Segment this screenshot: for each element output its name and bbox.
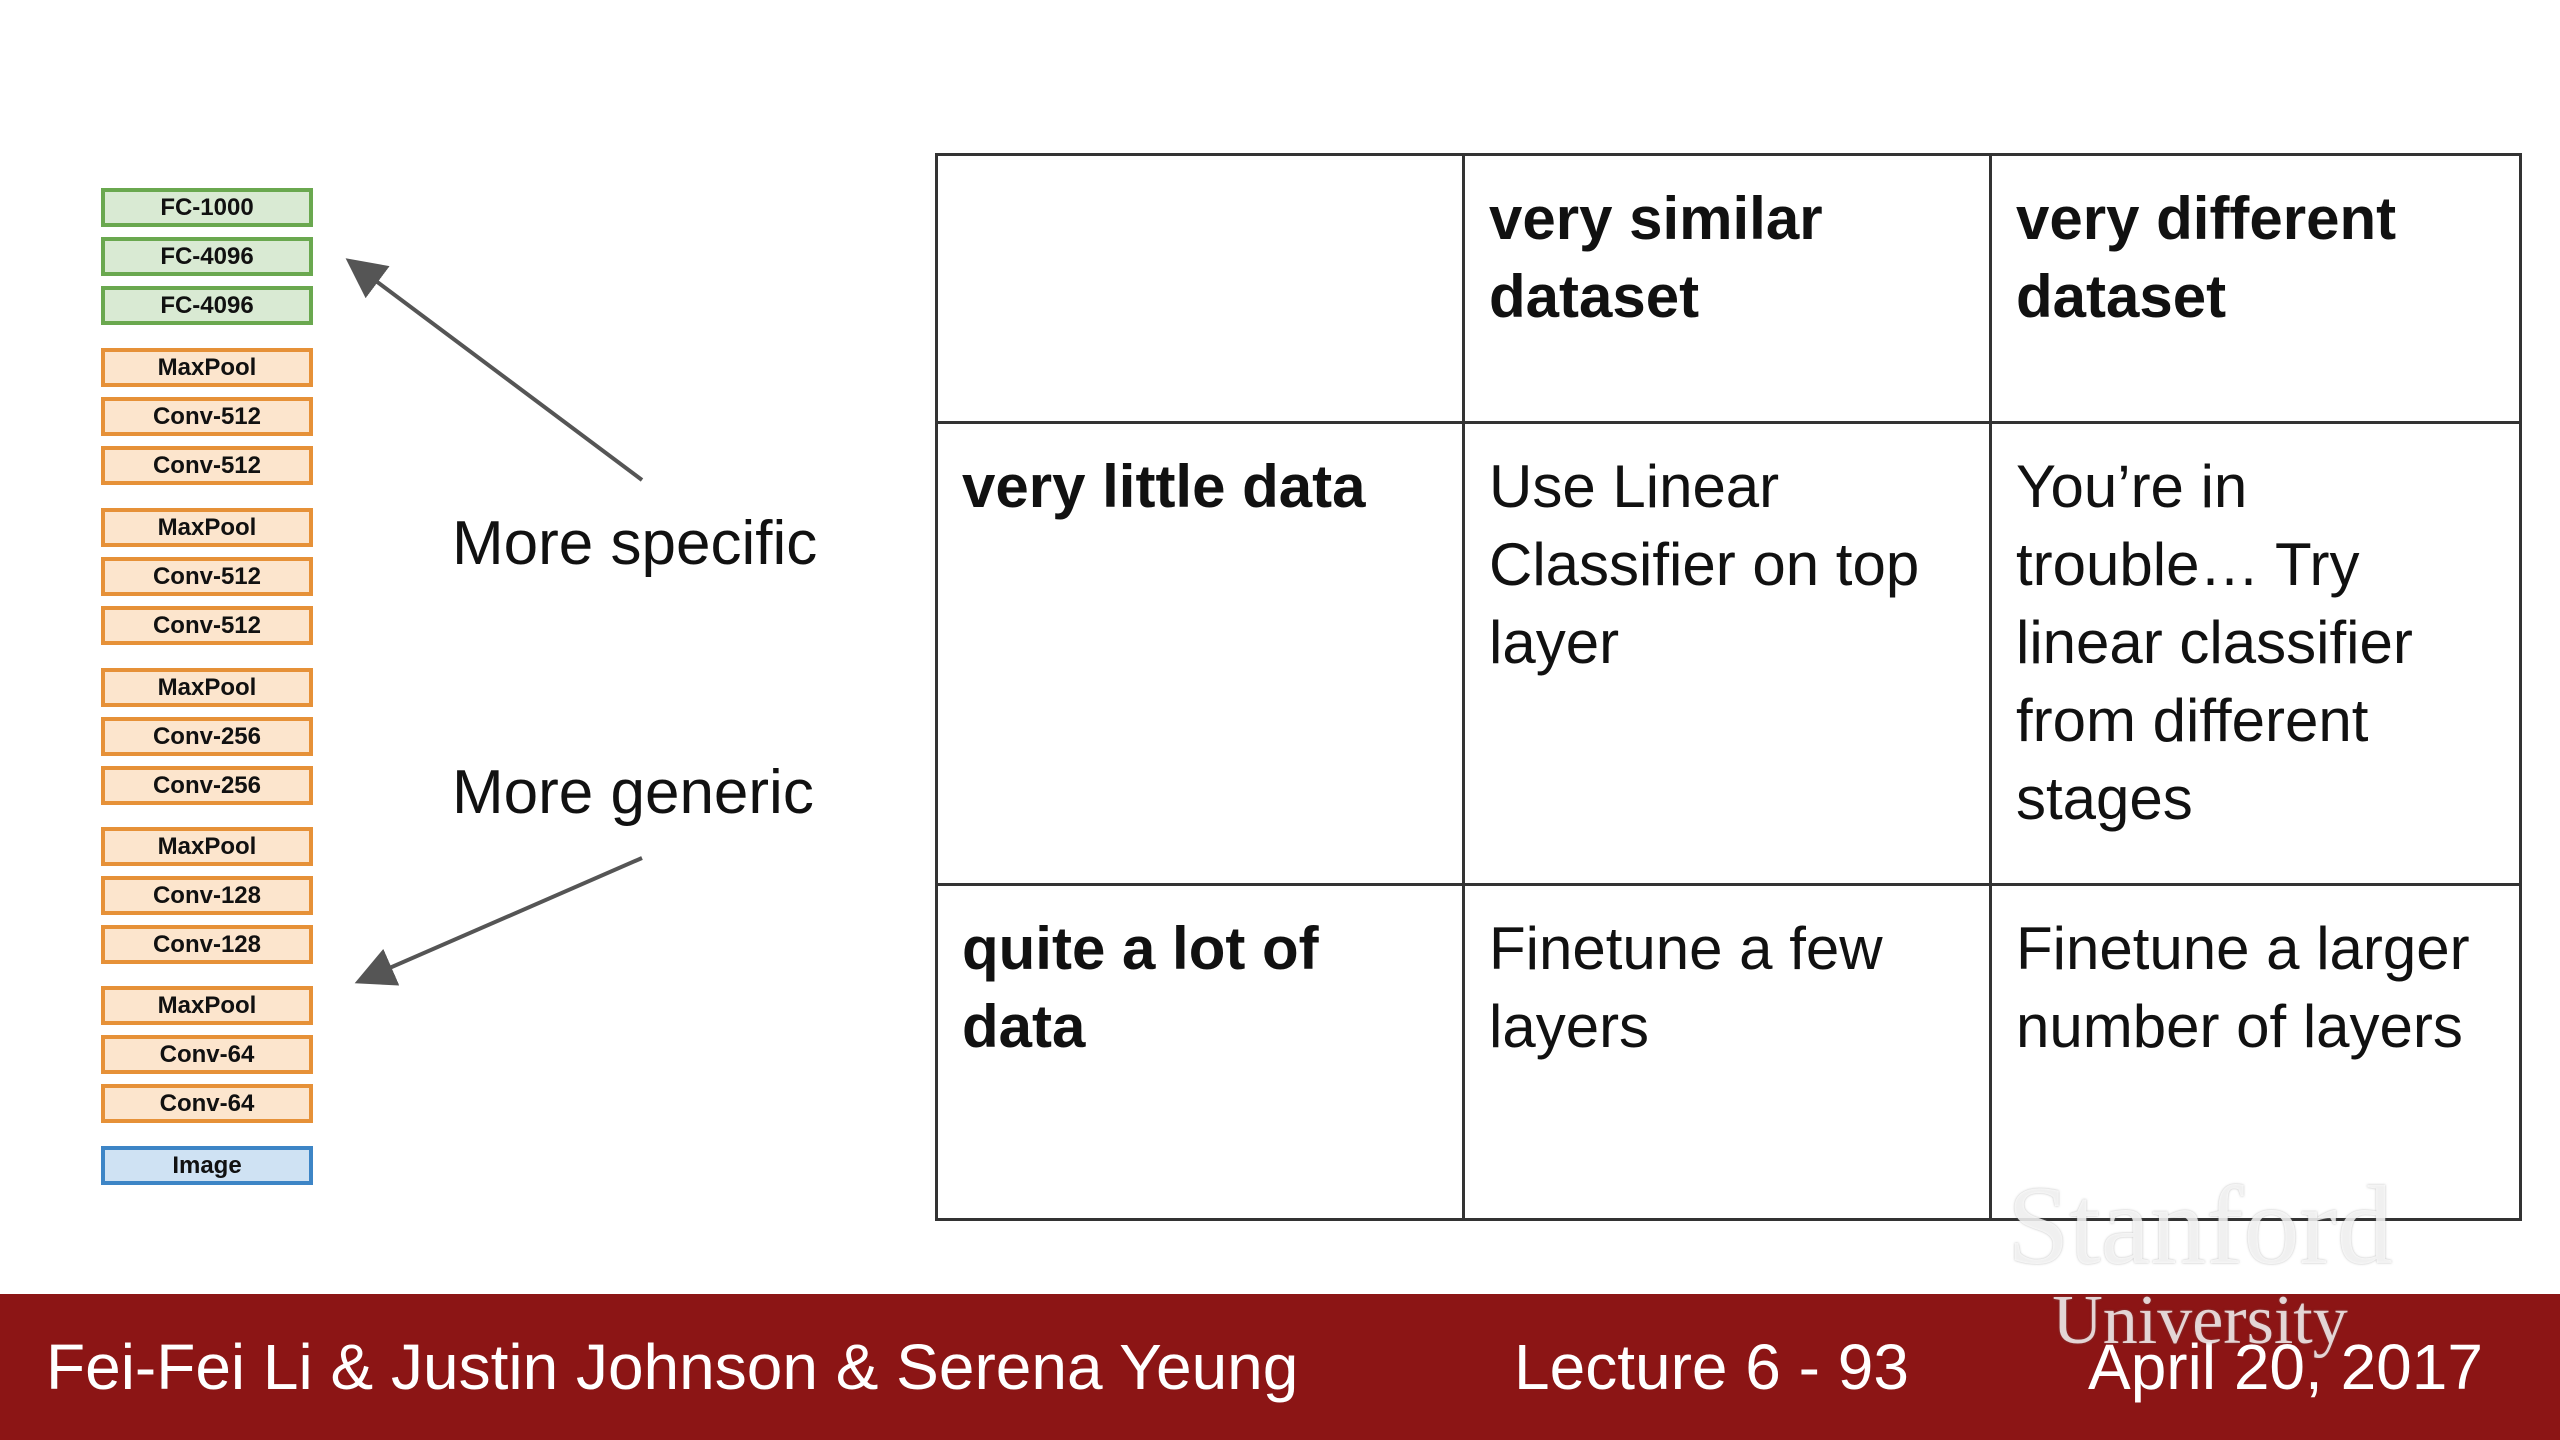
layer-maxpool: MaxPool <box>101 508 313 547</box>
transfer-learning-table: very similar dataset very different data… <box>935 153 2522 1221</box>
row-label-quite-a-lot-of-data: quite a lot of data <box>935 883 1465 1221</box>
arrows <box>345 258 644 986</box>
more-generic-label: More generic <box>452 758 814 827</box>
table-corner-cell <box>935 153 1465 424</box>
footer-lecture-number: Lecture 6 - 93 <box>1514 1331 1909 1403</box>
cell-lot-similar: Finetune a few layers <box>1462 883 1992 1221</box>
layer-conv-256: Conv-256 <box>101 766 313 805</box>
layer-conv-128: Conv-128 <box>101 925 313 964</box>
row-label-very-little-data: very little data <box>935 421 1465 886</box>
more-specific-label: More specific <box>452 509 818 578</box>
arrow-up <box>345 258 644 482</box>
layer-maxpool: MaxPool <box>101 986 313 1025</box>
layer-conv-512: Conv-512 <box>101 606 313 645</box>
table-header-row: very similar dataset very different data… <box>935 153 2522 424</box>
footer-date: April 20, 2017 <box>2088 1331 2483 1403</box>
table-row: quite a lot of data Finetune a few layer… <box>935 883 2522 1221</box>
layer-maxpool: MaxPool <box>101 348 313 387</box>
layer-image: Image <box>101 1146 313 1185</box>
cell-little-different: You’re in trouble… Try linear classifier… <box>1989 421 2522 886</box>
cell-little-similar: Use Linear Classifier on top layer <box>1462 421 1992 886</box>
layer-conv-512: Conv-512 <box>101 446 313 485</box>
layer-fc-4096: FC-4096 <box>101 286 313 325</box>
cell-lot-different: Finetune a larger number of layers <box>1989 883 2522 1221</box>
header-very-different-dataset: very different dataset <box>1989 153 2522 424</box>
layer-conv-64: Conv-64 <box>101 1084 313 1123</box>
footer-bar: Fei-Fei Li & Justin Johnson & Serena Yeu… <box>0 1294 2560 1440</box>
header-very-similar-dataset: very similar dataset <box>1462 153 1992 424</box>
layer-conv-256: Conv-256 <box>101 717 313 756</box>
layer-conv-64: Conv-64 <box>101 1035 313 1074</box>
arrow-down <box>354 856 643 986</box>
layer-conv-512: Conv-512 <box>101 397 313 436</box>
layer-fc-1000: FC-1000 <box>101 188 313 227</box>
table-row: very little data Use Linear Classifier o… <box>935 421 2522 886</box>
layer-fc-4096: FC-4096 <box>101 237 313 276</box>
layer-maxpool: MaxPool <box>101 827 313 866</box>
layer-maxpool: MaxPool <box>101 668 313 707</box>
footer-authors: Fei-Fei Li & Justin Johnson & Serena Yeu… <box>46 1331 1299 1403</box>
layer-conv-512: Conv-512 <box>101 557 313 596</box>
layer-conv-128: Conv-128 <box>101 876 313 915</box>
